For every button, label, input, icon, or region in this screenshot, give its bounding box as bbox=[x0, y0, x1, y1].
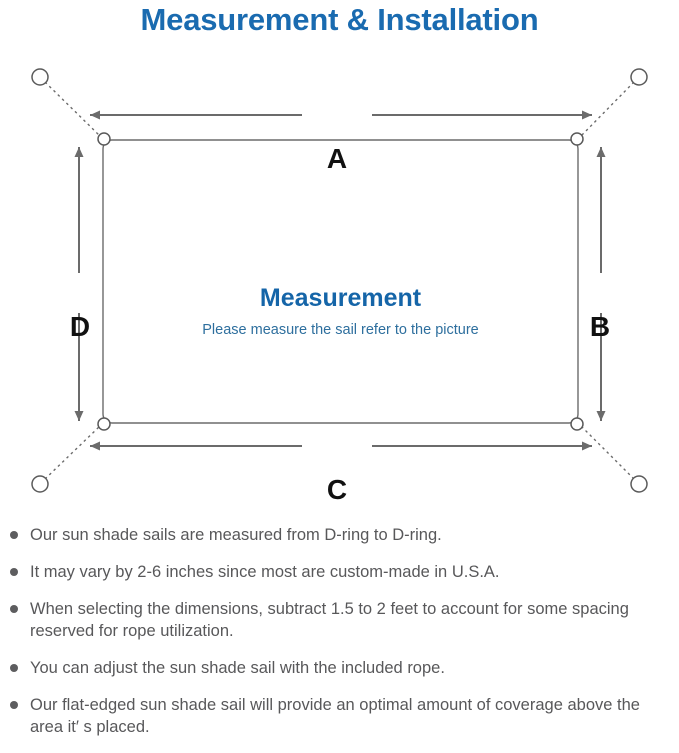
d-ring-bottom-right bbox=[570, 417, 584, 431]
anchor-circle-top-left bbox=[31, 68, 49, 86]
rope-bottom-left bbox=[44, 425, 101, 480]
anchor-points bbox=[31, 68, 648, 493]
rope-top-left bbox=[44, 81, 101, 137]
sail-outline bbox=[102, 139, 579, 424]
bullet-icon bbox=[10, 568, 18, 576]
bullet-icon bbox=[10, 701, 18, 709]
note-text: It may vary by 2-6 inches since most are… bbox=[30, 563, 500, 581]
bullet-icon bbox=[10, 531, 18, 539]
dimension-label-c: C bbox=[326, 474, 348, 505]
note-text: When selecting the dimensions, subtract … bbox=[30, 600, 629, 640]
rope-lines bbox=[44, 81, 635, 480]
notes-list: Our sun shade sails are measured from D-… bbox=[0, 524, 679, 753]
d-ring-top-left bbox=[97, 132, 111, 146]
note-text: You can adjust the sun shade sail with t… bbox=[30, 659, 445, 677]
note-text: Our flat-edged sun shade sail will provi… bbox=[30, 696, 640, 736]
note-text: Our sun shade sails are measured from D-… bbox=[30, 526, 442, 544]
list-item: When selecting the dimensions, subtract … bbox=[0, 598, 679, 642]
d-ring-bottom-left bbox=[97, 417, 111, 431]
bullet-icon bbox=[10, 605, 18, 613]
d-rings bbox=[97, 132, 584, 431]
rope-bottom-right bbox=[580, 425, 635, 480]
page-title: Measurement & Installation bbox=[140, 2, 539, 37]
bullet-icon bbox=[10, 664, 18, 672]
anchor-circle-top-right bbox=[630, 68, 648, 86]
anchor-circle-bottom-left bbox=[31, 475, 49, 493]
dimension-label-a: A bbox=[326, 143, 348, 174]
diagram-svg bbox=[31, 68, 648, 493]
measurement-diagram: Measurement Please measure the sail refe… bbox=[0, 45, 679, 515]
list-item: Our flat-edged sun shade sail will provi… bbox=[0, 694, 679, 738]
list-item: You can adjust the sun shade sail with t… bbox=[0, 657, 679, 679]
rope-top-right bbox=[580, 81, 635, 137]
anchor-circle-bottom-right bbox=[630, 475, 648, 493]
list-item: It may vary by 2-6 inches since most are… bbox=[0, 561, 679, 583]
d-ring-top-right bbox=[570, 132, 584, 146]
dimension-label-b: B bbox=[589, 311, 611, 342]
dimension-label-d: D bbox=[69, 311, 91, 342]
list-item: Our sun shade sails are measured from D-… bbox=[0, 524, 679, 546]
